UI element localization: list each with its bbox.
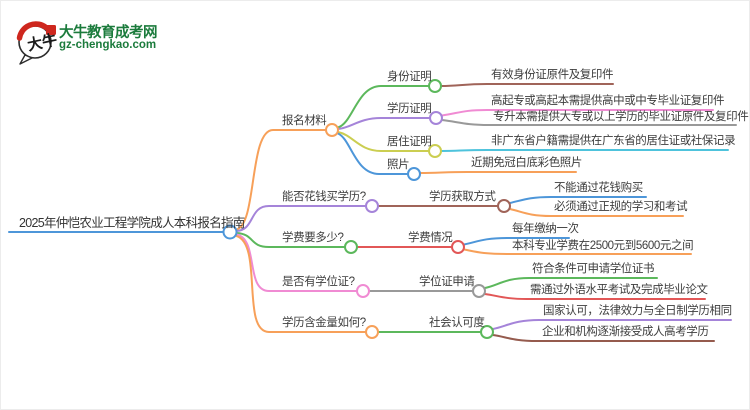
seal-icon — [46, 25, 56, 35]
leaf-line-cert-requirements — [484, 293, 706, 300]
node-label-degree-cert-question: 是否有学位证? — [282, 276, 355, 288]
node-label-tuition-question: 学费要多少? — [282, 232, 344, 244]
node-handle-degree-cert-apply — [472, 284, 486, 298]
branch-line-materials — [235, 129, 327, 231]
leaf-label-cert-eligible: 符合条件可申请学位证书 — [532, 263, 655, 275]
leaf-label-employer-accepted: 企业和机构逐渐接受成人高考学历 — [542, 326, 709, 338]
logo-domain: gz-chengkao.com — [59, 39, 157, 51]
node-handle-degree-cert-question — [356, 284, 370, 298]
site-logo[interactable]: 大牛 大牛教育成考网 gz-chengkao.com — [13, 17, 193, 65]
node-label-buy-degree: 能否花钱买学历? — [282, 191, 366, 203]
leaf-line-pay-yearly — [463, 237, 570, 246]
node-handle-social-recognition — [480, 325, 494, 339]
logo-bubble-icon: 大牛 — [16, 21, 59, 65]
leaf-line-id-proof-detail — [440, 83, 614, 87]
node-handle-residence-proof — [428, 144, 442, 158]
leaf-label-id-proof-detail: 有效身份证原件及复印件 — [491, 69, 614, 81]
node-label-residence-proof: 居住证明 — [387, 136, 432, 148]
node-handle-edu-proof — [429, 111, 443, 125]
leaf-label-college-diploma: 专升本需提供大专或以上学历的毕业证原件及复印件 — [493, 111, 749, 123]
root-node-label: 2025年仲恺农业工程学院成人本科报名指南 — [19, 216, 245, 230]
leaf-label-photo-detail: 近期免冠白底彩色照片 — [471, 157, 582, 169]
node-handle-id-proof — [428, 79, 442, 93]
leaf-line-college-diploma — [441, 119, 737, 126]
leaf-label-formal-study: 必须通过正规的学习和考试 — [554, 201, 688, 213]
leaf-line-tuition-range — [463, 248, 692, 255]
leaf-label-highschool-diploma: 高起专或高起本需提供高中或中专毕业证复印件 — [491, 95, 725, 107]
leaf-line-formal-study — [509, 208, 684, 217]
leaf-line-employer-accepted — [492, 334, 715, 342]
node-label-edu-proof: 学历证明 — [387, 103, 432, 115]
node-label-id-proof: 身份证明 — [387, 71, 432, 83]
branch-line-value-question — [235, 235, 367, 333]
bubble-tail — [19, 54, 33, 65]
branch-line-id-proof — [337, 85, 430, 129]
leaf-line-cert-eligible — [484, 277, 658, 289]
branch-line-buy-degree — [235, 205, 367, 232]
leaf-label-cert-requirements: 需通过外语水平考试及完成毕业论文 — [530, 284, 708, 296]
branch-line-degree-cert-question — [235, 233, 358, 292]
branch-line-photo — [337, 132, 409, 175]
leaf-label-pay-yearly: 每年缴纳一次 — [512, 223, 579, 235]
node-label-tuition-info: 学费情况 — [408, 232, 453, 244]
leaf-label-tuition-range: 本科专业学费在2500元到5600元之间 — [512, 240, 694, 252]
node-handle-buy-degree — [365, 199, 379, 213]
branch-line-edu-proof — [337, 117, 431, 130]
leaf-line-photo-detail — [419, 171, 577, 174]
node-handle-tuition-info — [451, 240, 465, 254]
node-label-materials: 报名材料 — [282, 115, 327, 127]
node-handle-degree-method — [497, 199, 511, 213]
leaf-line-residence-detail — [440, 149, 729, 152]
node-label-value-question: 学历含金量如何? — [282, 317, 366, 329]
node-handle-root — [222, 224, 238, 240]
logo-mark-text: 大牛 — [26, 31, 59, 55]
node-label-social-recognition: 社会认可度 — [429, 317, 485, 329]
leaf-line-no-buying — [509, 196, 647, 204]
branch-line-residence-proof — [337, 131, 430, 152]
node-label-degree-cert-apply: 学位证申请 — [419, 276, 475, 288]
leaf-label-state-recognized: 国家认可，法律效力与全日制学历相同 — [543, 305, 732, 317]
node-handle-value-question — [365, 325, 379, 339]
leaf-label-residence-detail: 非广东省户籍需提供在广东省的居住证或社保记录 — [491, 135, 736, 147]
red-arc — [16, 21, 49, 41]
node-handle-tuition-question — [344, 240, 358, 254]
leaf-label-no-buying: 不能通过花钱购买 — [554, 182, 643, 194]
node-label-photo: 照片 — [387, 159, 410, 171]
node-handle-materials — [325, 123, 339, 137]
node-handle-photo — [407, 167, 421, 181]
leaf-line-state-recognized — [492, 319, 732, 330]
node-label-degree-method: 学历获取方式 — [429, 191, 496, 203]
logo-title: 大牛教育成考网 — [59, 25, 158, 41]
branch-line-tuition-question — [235, 232, 346, 248]
leaf-line-highschool-diploma — [441, 109, 714, 117]
